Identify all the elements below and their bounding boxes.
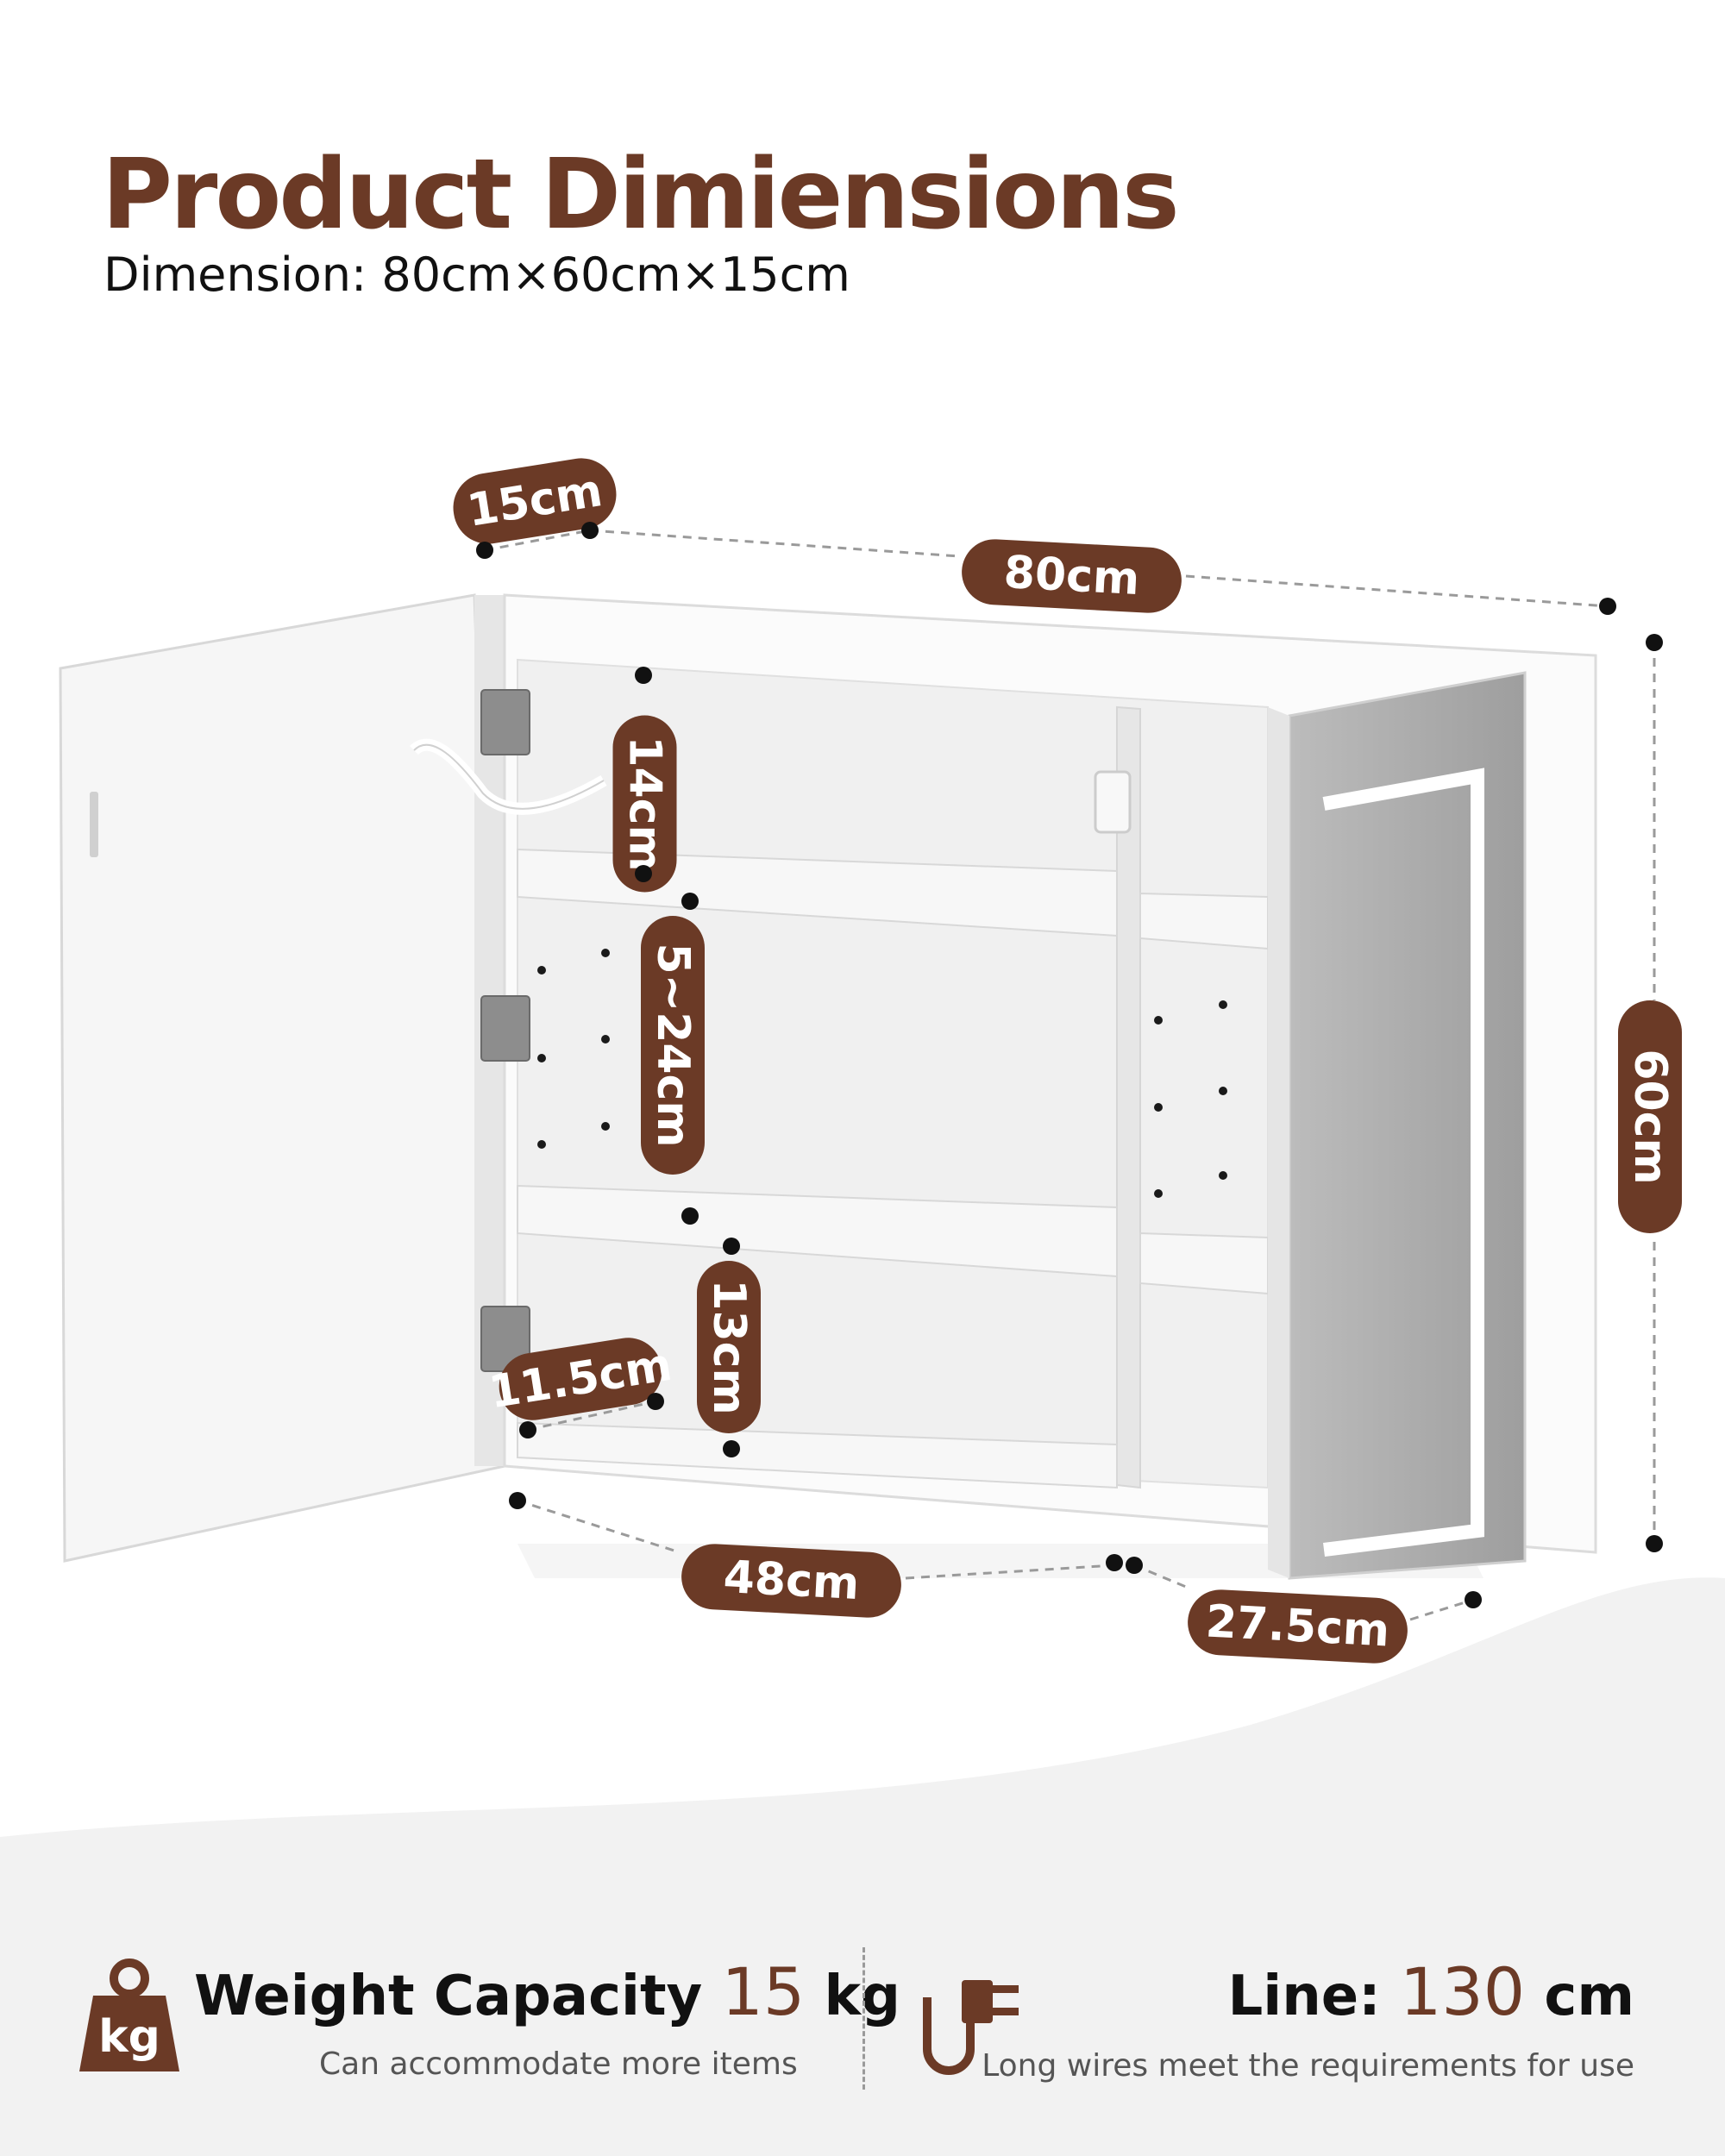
dimension-summary: Dimension: 80cm×60cm×15cm: [104, 248, 850, 302]
shelf-right-1: [1139, 892, 1269, 950]
led-light-strip: [1322, 768, 1484, 1557]
kg-icon-text: kg: [98, 2011, 160, 2063]
line-length-description: Long wires meet the requirements for use: [982, 2048, 1634, 2084]
height-label: 60cm: [1618, 1000, 1682, 1233]
line-length-value: 130: [1400, 1953, 1526, 2030]
shelf-top-gap-label: 14cm: [612, 715, 677, 893]
weight-capacity-description: Can accommodate more items: [319, 2046, 798, 2082]
shelf-2: [517, 1184, 1118, 1278]
weight-capacity-value: 15: [721, 1953, 806, 2030]
right-width-label: 27.5cm: [1186, 1588, 1409, 1665]
page-title: Product Dimiensions: [102, 139, 1180, 251]
power-plug-icon: [923, 1980, 1019, 2075]
mirror-door-edge: [1268, 707, 1289, 1578]
hinge-icon: [480, 689, 530, 1372]
open-door: [59, 593, 506, 1563]
weight-capacity-label: Weight Capacity: [194, 1965, 703, 2028]
line-length-unit: cm: [1544, 1965, 1634, 2028]
shelf-right-2: [1139, 1232, 1269, 1295]
line-length-feature: Line: 130 cm Long wires meet the require…: [919, 1958, 1652, 2087]
width-label: 80cm: [960, 537, 1183, 615]
shelf-pin-holes: [537, 949, 1227, 1198]
door-magnet: [90, 792, 98, 857]
line-length-label: Line:: [1227, 1965, 1381, 2028]
weight-capacity-unit: kg: [824, 1965, 900, 2028]
switch-icon: [1094, 770, 1132, 834]
kg-weight-icon: [79, 1959, 179, 2071]
shelf-3: [517, 1421, 1118, 1489]
weight-capacity-feature: kg Weight Capacity 15 kg Can accommodate…: [78, 1958, 900, 2087]
shelf-bottom-gap-label: 13cm: [697, 1261, 761, 1433]
left-width-label: 48cm: [680, 1542, 903, 1620]
feature-divider: [862, 1947, 865, 2090]
shelf-adjustable-gap-label: 5~24cm: [641, 916, 705, 1175]
mirror-door: [1288, 671, 1527, 1580]
background-wave: [0, 1577, 1725, 2156]
